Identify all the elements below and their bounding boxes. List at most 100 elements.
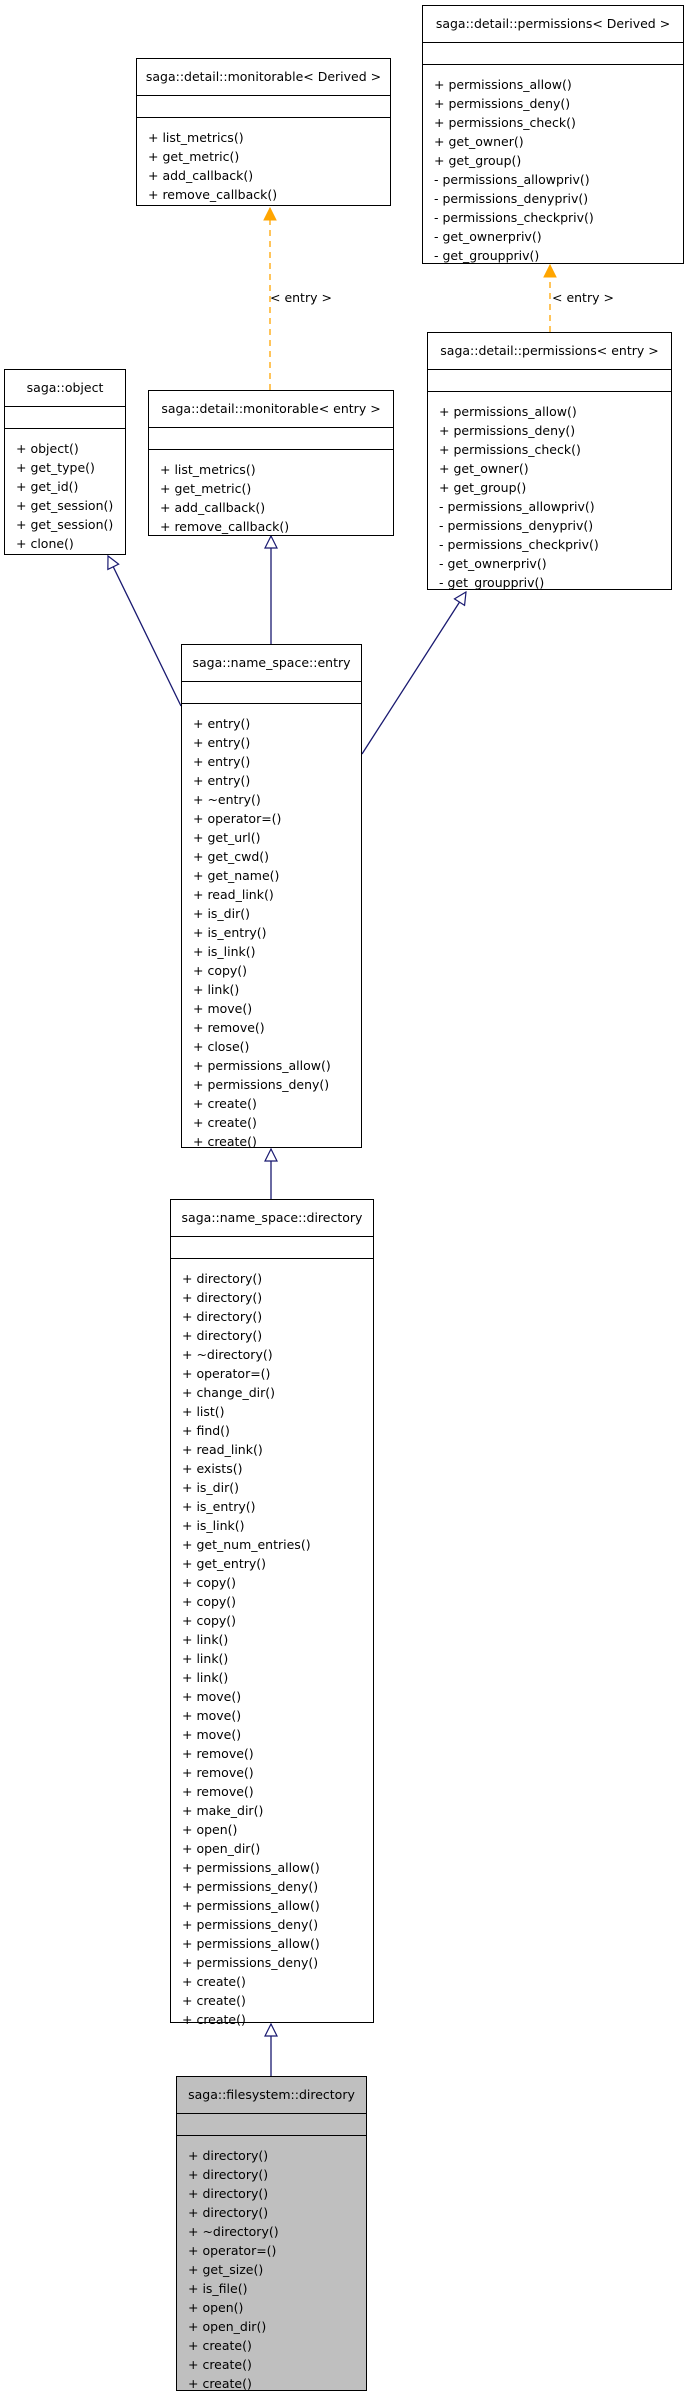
class-box-entry[interactable]: saga::name_space::entry + entry()+ entry… [181, 644, 362, 1149]
method-item: + permissions_check() [434, 115, 576, 130]
class-name: saga::detail::monitorable< Derived > [145, 69, 382, 84]
method-item: + operator=() [188, 2243, 277, 2258]
method-item: + permissions_deny() [182, 1917, 319, 1932]
class-box-permissions-entry[interactable]: saga::detail::permissions< entry > + per… [427, 332, 672, 590]
method-item: + read_link() [182, 1442, 263, 1457]
method-item: + is_entry() [193, 925, 267, 940]
method-item: + entry() [193, 773, 251, 788]
method-item: + create() [182, 2012, 246, 2027]
method-item: + get_metric() [160, 481, 252, 496]
method-item: + get_group() [434, 153, 522, 168]
method-item: + list_metrics() [160, 462, 256, 477]
class-box-monitorable-entry[interactable]: saga::detail::monitorable< entry > + lis… [148, 390, 394, 536]
method-item: + operator=() [182, 1366, 271, 1381]
methods-compartment: + directory()+ directory()+ directory()+… [171, 1258, 373, 2029]
class-box-filesystem-directory[interactable]: saga::filesystem::directory + directory(… [176, 2076, 367, 2391]
method-item: + get_name() [193, 868, 280, 883]
methods-compartment: + list_metrics() + get_metric() + add_call… [137, 117, 390, 204]
method-item: + permissions_deny() [182, 1879, 319, 1894]
class-name: saga::filesystem::directory [188, 2087, 355, 2102]
method-item: + permissions_deny() [182, 1955, 319, 1970]
attributes-compartment [423, 42, 683, 64]
method-item: + move() [182, 1708, 242, 1723]
method-item: + ~directory() [182, 1347, 273, 1362]
method-item: + get_url() [193, 830, 261, 845]
method-item: + get_group() [439, 480, 527, 495]
method-item: + permissions_allow() [182, 1860, 320, 1875]
method-item: + create() [193, 1134, 257, 1149]
method-item: + create() [188, 2357, 252, 2372]
template-arg-label: < entry > [552, 290, 614, 305]
attributes-compartment [137, 95, 390, 117]
class-box-permissions-derived[interactable]: saga::detail::permissions< Derived > + p… [422, 5, 684, 264]
method-item: + permissions_allow() [182, 1936, 320, 1951]
method-item: + link() [182, 1651, 229, 1666]
inheritance-edge-entry-object [108, 556, 182, 707]
method-item: + create() [193, 1115, 257, 1130]
attributes-compartment [177, 2113, 366, 2135]
method-item: + read_link() [193, 887, 274, 902]
method-item: + get_num_entries() [182, 1537, 311, 1552]
method-item: + create() [188, 2376, 252, 2391]
method-item: + entry() [193, 735, 251, 750]
method-item: + add_callback() [160, 500, 266, 515]
method-item: + operator=() [193, 811, 282, 826]
method-item: + directory() [182, 1328, 263, 1343]
method-item: + entry() [193, 716, 251, 731]
method-item: + remove() [182, 1784, 254, 1799]
method-item: + directory() [182, 1309, 263, 1324]
attributes-compartment [182, 681, 361, 703]
method-item: + create() [182, 1993, 246, 2008]
method-item: + permissions_allow() [434, 77, 572, 92]
method-item: + object() [16, 441, 79, 456]
method-item: + remove() [182, 1765, 254, 1780]
method-item: + open() [188, 2300, 244, 2315]
method-item: + get_owner() [439, 461, 529, 476]
class-box-monitorable-derived[interactable]: saga::detail::monitorable< Derived > + l… [136, 58, 391, 206]
methods-compartment: + permissions_allow()+ permissions_deny(… [428, 391, 671, 592]
method-item: + directory() [188, 2186, 269, 2201]
methods-compartment: + permissions_allow()+ permissions_deny(… [423, 64, 683, 265]
class-box-object[interactable]: saga::object + object()+ get_type()+ get… [4, 369, 126, 555]
method-item: + entry() [193, 754, 251, 769]
method-item: + permissions_deny() [193, 1077, 330, 1092]
class-name: saga::detail::permissions< Derived > [435, 16, 671, 31]
attributes-compartment [171, 1236, 373, 1258]
method-item: + exists() [182, 1461, 243, 1476]
method-item: + directory() [188, 2148, 269, 2163]
method-item: + find() [182, 1423, 230, 1438]
method-item: - get_ownerpriv() [439, 556, 547, 571]
method-item: + copy() [182, 1594, 237, 1609]
method-item: + directory() [188, 2205, 269, 2220]
method-item: + list_metrics() [148, 130, 244, 145]
method-item: + permissions_allow() [182, 1898, 320, 1913]
method-item: + directory() [188, 2167, 269, 2182]
method-item: - permissions_denypriv() [434, 191, 589, 206]
method-item: + is_dir() [182, 1480, 239, 1495]
method-item: + remove_callback() [160, 519, 290, 534]
method-item: + ~entry() [193, 792, 261, 807]
attributes-compartment [5, 406, 125, 428]
method-item: + get_type() [16, 460, 95, 475]
method-item: + link() [182, 1632, 229, 1647]
method-item: + change_dir() [182, 1385, 275, 1400]
method-item: + ~directory() [188, 2224, 279, 2239]
method-item: + copy() [182, 1613, 237, 1628]
method-item: + create() [188, 2338, 252, 2353]
method-item: - get_ownerpriv() [434, 229, 542, 244]
method-item: + permissions_allow() [193, 1058, 331, 1073]
method-item: + get_metric() [148, 149, 240, 164]
method-item: + get_size() [188, 2262, 264, 2277]
method-item: - get_grouppriv() [439, 575, 545, 590]
method-item: + is_dir() [193, 906, 250, 921]
method-item: + move() [182, 1689, 242, 1704]
class-name: saga::detail::monitorable< entry > [161, 401, 381, 416]
inheritance-edge-entry-permissions [361, 592, 466, 755]
method-item: + add_callback() [148, 168, 254, 183]
method-item: + list() [182, 1404, 225, 1419]
method-item: + create() [182, 1974, 246, 1989]
class-box-namespace-directory[interactable]: saga::name_space::directory + directory(… [170, 1199, 374, 2027]
method-item: + move() [182, 1727, 242, 1742]
method-item: - get_grouppriv() [434, 248, 540, 263]
